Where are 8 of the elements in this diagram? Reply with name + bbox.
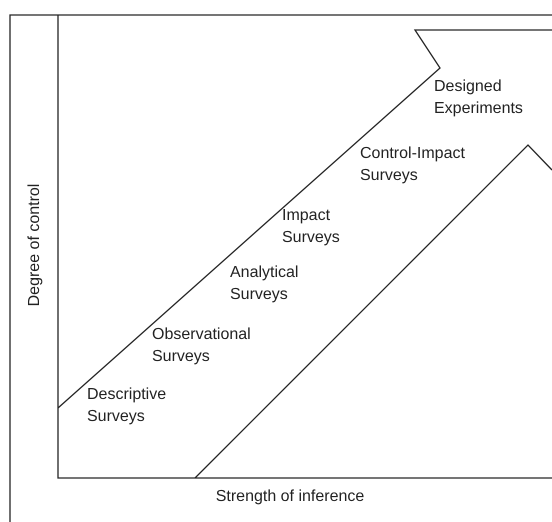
x-axis-label: Strength of inference [216,487,364,507]
category-label: Control-Impact Surveys [360,144,466,186]
category-label: Descriptive Surveys [87,385,168,427]
category-label: Analytical Surveys [230,263,300,305]
category-label: Designed Experiments [434,77,524,119]
category-label: Observational Surveys [152,325,252,367]
category-label: Impact Surveys [282,206,341,248]
y-axis-label: Degree of control [25,184,44,306]
